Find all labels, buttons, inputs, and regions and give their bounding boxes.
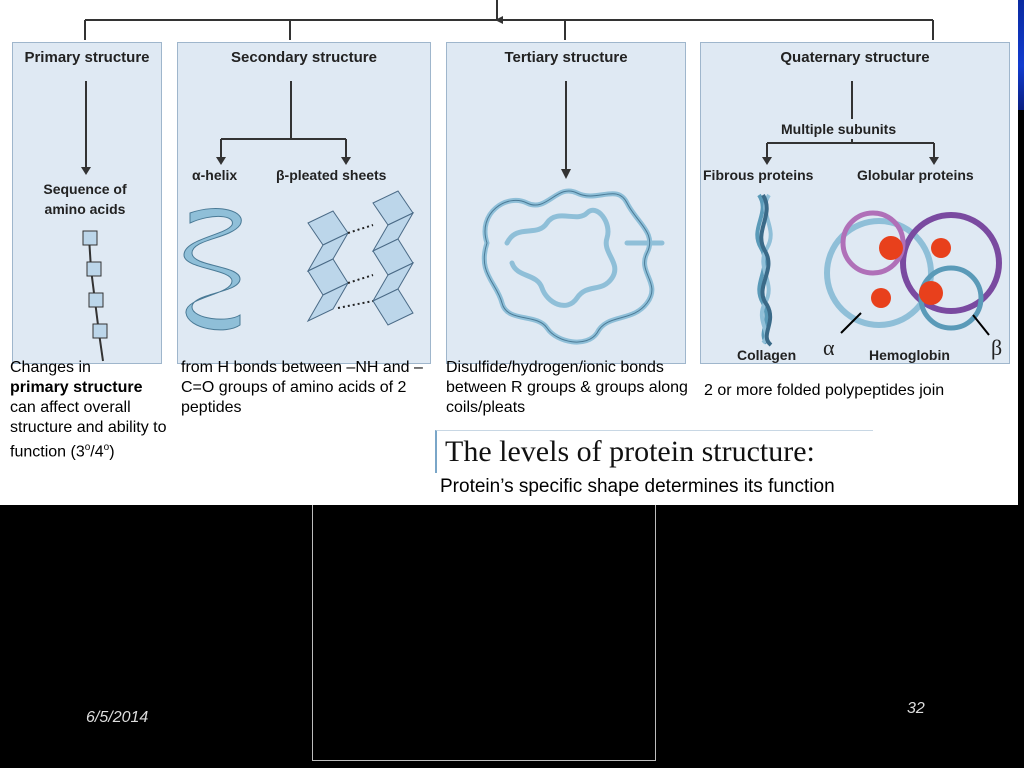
- globular-proteins-label: Globular proteins: [857, 167, 974, 183]
- alpha-helix-label: α-helix: [192, 167, 238, 183]
- quaternary-caption: 2 or more folded polypeptides join: [704, 382, 945, 399]
- quaternary-structure-panel: Quaternary structure Multiple subunits F…: [700, 42, 1010, 364]
- slide-subtitle: Protein’s specific shape determines its …: [440, 476, 835, 497]
- footer-date: 6/5/2014: [86, 709, 149, 726]
- hemoglobin-icon: [824, 210, 1002, 336]
- tertiary-structure-panel: Tertiary structure: [446, 42, 686, 364]
- quaternary-structure-title: Quaternary structure: [780, 49, 930, 66]
- tertiary-ribbon-icon: [481, 188, 665, 345]
- primary-caption-post: can affect overall structure and ability…: [10, 399, 167, 461]
- sequence-label: Sequence of amino acids: [43, 181, 127, 217]
- primary-caption-sup2: o: [103, 442, 110, 453]
- connector-lines: [84, 0, 934, 40]
- primary-caption-sup1: o: [84, 442, 91, 453]
- empty-frame: [312, 505, 656, 761]
- tertiary-diagram: [481, 81, 665, 345]
- alpha-symbol: α: [823, 335, 835, 360]
- collagen-icon: [755, 193, 773, 347]
- secondary-caption: from H bonds between –NH and –C=O groups…: [181, 359, 423, 416]
- amino-chain-icon: [81, 81, 108, 362]
- primary-structure-title: Primary structure: [24, 49, 150, 66]
- fibrous-proteins-label: Fibrous proteins: [703, 167, 814, 183]
- tertiary-caption: Disulfide/hydrogen/ionic bonds between R…: [446, 359, 688, 416]
- primary-structure-panel: Primary structure Sequence of amino acid…: [12, 42, 162, 364]
- tertiary-structure-title: Tertiary structure: [504, 49, 628, 66]
- beta-symbol: β: [991, 335, 1003, 360]
- primary-caption-end: ): [109, 443, 115, 461]
- slide-title: The levels of protein structure:: [445, 435, 815, 468]
- alpha-helix-icon: [183, 208, 242, 331]
- primary-caption: Changes in primary structure can affect …: [10, 358, 172, 462]
- beta-sheets-label: β-pleated sheets: [276, 167, 387, 183]
- primary-caption-pre: Changes in: [10, 359, 91, 376]
- title-box: The levels of protein structure:: [435, 430, 873, 473]
- multiple-subunits-label: Multiple subunits: [781, 121, 897, 137]
- primary-caption-mid: /4: [90, 443, 104, 461]
- page-number: 32: [907, 700, 925, 717]
- quaternary-diagram: [755, 81, 1002, 347]
- collagen-label: Collagen: [737, 347, 797, 363]
- hemoglobin-label: Hemoglobin: [869, 347, 950, 363]
- secondary-structure-panel: Secondary structure α-helix β-pleated sh…: [177, 42, 431, 364]
- beta-sheet-icon: [306, 190, 415, 326]
- secondary-structure-title: Secondary structure: [231, 49, 377, 66]
- secondary-diagram: [183, 81, 415, 331]
- primary-caption-bold: primary structure: [10, 379, 143, 396]
